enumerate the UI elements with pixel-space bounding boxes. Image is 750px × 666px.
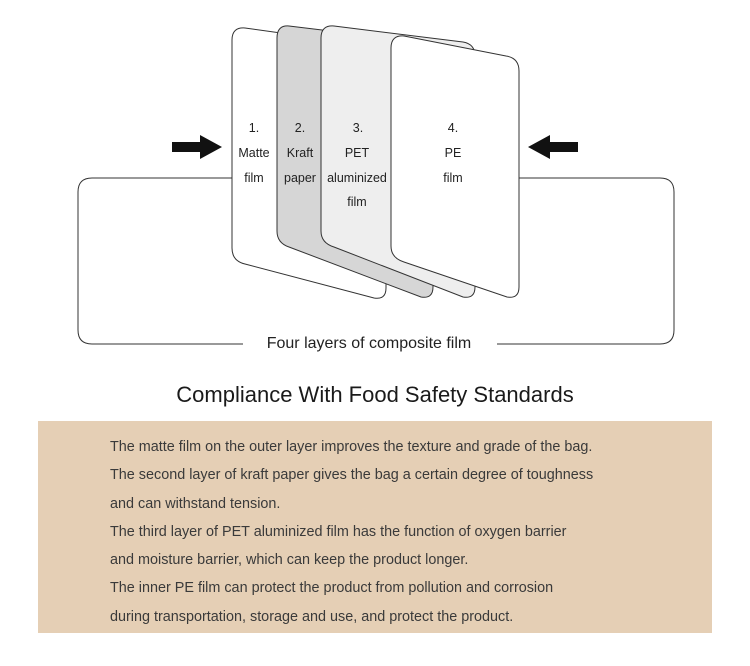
layer-3-number: 3. bbox=[353, 121, 363, 135]
composite-film-diagram: Four layers of composite film 1. Matte f… bbox=[77, 25, 675, 352]
description-line: during transportation, storage and use, … bbox=[110, 608, 514, 625]
layer-3-label-line-1: PET bbox=[345, 146, 370, 160]
description-line: The matte film on the outer layer improv… bbox=[110, 439, 593, 455]
layer-4-label-line-1: PE bbox=[445, 146, 462, 160]
layer-1-label-line-2: film bbox=[244, 171, 263, 185]
layer-2-number: 2. bbox=[295, 121, 305, 135]
layer-4-label-line-2: film bbox=[443, 171, 462, 185]
bracket-frame-right bbox=[497, 177, 675, 345]
description-line: and moisture barrier, which can keep the… bbox=[110, 552, 469, 569]
diagram-caption: Four layers of composite film bbox=[267, 335, 472, 352]
layer-4-number: 4. bbox=[448, 121, 458, 135]
description-box: The matte film on the outer layer improv… bbox=[38, 421, 712, 633]
description-line: The second layer of kraft paper gives th… bbox=[110, 467, 594, 484]
bracket-frame-left bbox=[77, 177, 243, 345]
layer-4-sheet bbox=[390, 35, 520, 298]
left-arrow-icon bbox=[172, 135, 222, 159]
layer-2-label-line-2: paper bbox=[284, 171, 316, 185]
right-arrow-icon bbox=[528, 135, 578, 159]
layer-3-label-line-2: aluminized bbox=[327, 171, 387, 185]
description-line: The third layer of PET aluminized film h… bbox=[110, 523, 567, 540]
description-line: The inner PE film can protect the produc… bbox=[110, 580, 554, 597]
layer-2-label-line-1: Kraft bbox=[287, 146, 314, 160]
section-heading: Compliance With Food Safety Standards bbox=[176, 382, 574, 407]
layer-1-number: 1. bbox=[249, 121, 259, 135]
description-line: and can withstand tension. bbox=[110, 495, 281, 512]
layer-3-label-line-3: film bbox=[347, 195, 366, 209]
layer-1-label-line-1: Matte bbox=[238, 146, 269, 160]
